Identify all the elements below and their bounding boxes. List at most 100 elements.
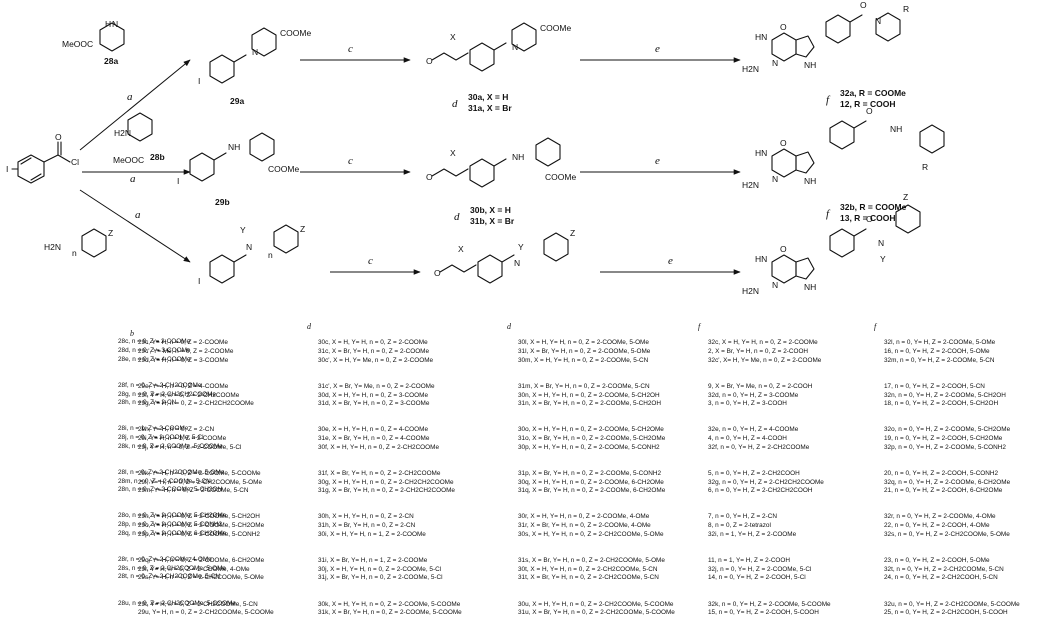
atom-NH-32b-amide: NH (890, 124, 902, 134)
compound-list-row: 32c, X = H, Y= H, n = 0, Z = 2-COOMe (708, 339, 818, 347)
atom-MeOOC-b: MeOOC (113, 155, 144, 165)
atom-NH-32b: NH (804, 176, 816, 186)
compound-list-row: 32j, n = 0, Y= H, Z = 2-COOMe, 5-Cl (708, 565, 812, 573)
label-30b: 30b, X = H (470, 205, 511, 215)
atom-MeOOC: MeOOC (62, 39, 93, 49)
atom-HN-32b: HN (755, 148, 767, 158)
atom-N: N (112, 19, 118, 29)
reagent-e-bot: e (668, 255, 673, 267)
atom-O: O (55, 132, 62, 142)
atom-O-30g: O (434, 268, 441, 278)
compound-list-row: 30j, X = H, Y= H, n = 0, Z = 2-COOMe, 5-… (318, 565, 442, 573)
atom-I-29b: I (177, 176, 179, 186)
label-31b: 31b, X = Br (470, 216, 515, 226)
compound-list-row: 28n, n = 0, Z = 2-COOMe, 5-CH2OH (118, 486, 223, 494)
compound-list-row: 30q, X = H, Y= H, n = 0, Z = 2-COOMe, 6-… (518, 478, 664, 486)
compound-list-row: 31q, X = Br, Y= H, n = 0, Z = 2-COOMe, 6… (518, 487, 666, 495)
compound-list-row: 31g, X = Br, Y= H, n = 0, Z = 2-CH2CH2CO… (318, 487, 455, 495)
compound-list-row: 20, n = 0, Y= H, Z = 2-COOH, 5-CONH2 (884, 469, 999, 477)
compound-list-row: 25, n = 0, Y= H, Z = 2-CH2COOH, 5-COOH (884, 609, 1008, 617)
compound-30a-31a: O X N COOMe d 30a, X = H 31a, X = Br (426, 22, 571, 113)
atom-H2N-32a: H2N (742, 64, 759, 74)
atom-H2N-32b: H2N (742, 180, 759, 190)
reagent-d-list1: d (307, 322, 311, 331)
label-28a: 28a (104, 56, 118, 66)
reagent-e-mid: e (655, 155, 660, 167)
atom-Cl: Cl (71, 157, 79, 167)
atom-X-30a: X (450, 32, 456, 42)
compound-list-row: 31f, X = Br, Y= H, n = 0, Z = 2-CH2COOMe (318, 469, 441, 477)
reagent-f-list1: f (698, 322, 701, 331)
atom-H2N-g: H2N (44, 242, 61, 252)
compound-list-row: 29s, Y= H, n = 0, Z = 2-CH2COOMe, 5-OMe (138, 574, 264, 582)
atom-N-32a-ring: N (875, 16, 881, 26)
compound-list-row: 30d, X = H, Y= H, n = 0, Z = 3-COOMe (318, 391, 428, 399)
compound-28a: H N MeOOC 28a (62, 19, 125, 66)
compound-list-row: 28k, n = 0, Z = 2-COOMe, 5-COOMe (118, 442, 223, 450)
atom-O-30a: O (426, 56, 433, 66)
atom-COOMe-30b: COOMe (545, 172, 576, 182)
reagent-b: b (130, 329, 134, 338)
compound-list-row: 31c, X = Br, Y= H, n = 0, Z = 2-COOMe (318, 348, 430, 356)
compound-32-generic: O HN H2N N NH O N Y Z (742, 192, 921, 296)
compound-list-row: 29i, Y= H, n = 1, Z = 2-COOMe (138, 435, 227, 443)
compound-list-row: 31e, X = Br, Y= H, n = 0, Z = 4-COOMe (318, 435, 430, 443)
compound-list-row: 22, n = 0, Y= H, Z = 2-COOH, 4-OMe (884, 522, 990, 530)
compound-list-row: 30g, X = H, Y= H, n = 0, Z = 2-CH2CH2COO… (318, 478, 454, 486)
compound-list-row: 6, n = 0, Y= H, Z = 2-CH2CH2COOH (708, 487, 813, 495)
atom-X-30b: X (450, 148, 456, 158)
compound-list-row: 29l, Y= H, n = 0, Z = 2-CH2COOMe, 5-OMe (138, 478, 263, 486)
compound-list-row: 18, n = 0, Y= H, Z = 2-COOH, 5-CH2OH (884, 400, 999, 408)
compound-amine-generic: H2N Z n (44, 228, 113, 258)
atom-N-32b: N (772, 174, 778, 184)
label-29a: 29a (230, 96, 244, 106)
atom-NH-30b: NH (512, 152, 524, 162)
compound-list-row: 29n, Y= H, n = 0, Z = 2-COOMe, 5-CH2OH (138, 513, 260, 521)
atom-O-32g: O (780, 244, 787, 254)
compound-list-row: 28d, n = 0, Z = 3-COOMe (118, 347, 191, 355)
compound-list-row: 29m, Y= H, n = 0, Z = 2-COOMe, 5-CN (138, 487, 249, 495)
compound-list-row: 32i, n = 1, Y= H, Z = 2-COOMe (708, 530, 797, 538)
list-30-col2: 30l, X = H, Y= H, n = 0, Z = 2-COOMe, 5-… (518, 322, 675, 627)
compound-list-row: 29o, Y= H, n = 0, Z = 2-COOMe, 5-CH2OMe (138, 522, 265, 530)
compound-list-row: 32u, n = 0, Y= H, Z = 2-CH2COOMe, 5-COOM… (884, 600, 1020, 608)
compound-29b: NH COOMe I 29b (177, 132, 299, 207)
atom-N-29g: N (246, 242, 252, 252)
atom-O-32b: O (780, 138, 787, 148)
compound-list-row: 29e, Y= H, n = 0, Z = 4-COOMe (138, 382, 229, 390)
atom-COOMe-29a: COOMe (280, 28, 311, 38)
atom-HN-32g: HN (755, 254, 767, 264)
reagent-d-top: d (452, 98, 458, 110)
compound-list-row: 30u, X = H, Y= H, n = 0, Z = 2-CH2COOMe,… (518, 600, 674, 608)
atom-Z-g: Z (108, 228, 113, 238)
compound-list-row: 30r, X = H, Y= H, n = 0, Z = 2-COOMe, 4-… (518, 513, 650, 521)
compound-list-row: 21, n = 0, Y= H, Z = 2-COOH, 6-CH2OMe (884, 487, 1003, 495)
compound-list-row: 31d, X = Br, Y= H, n = 0, Z = 3-COOMe (318, 400, 430, 408)
compound-list-row: 30k, X = H, Y= H, n = 0, Z = 2-COOMe, 5-… (318, 600, 461, 608)
compound-list-row: 32e, n = 0, Y= H, Z = 4-COOMe (708, 426, 799, 434)
compound-list-row: 29f, Y= H, n = 0, Z = 2-CH2COOMe (138, 391, 240, 399)
compound-list-row: 30s, X = H, Y= H, n = 0, Z = 2-CH2COOMe,… (518, 530, 664, 538)
atom-N-30a: N (512, 42, 518, 52)
compound-list-row: 8, n = 0, Z = 2-tetrazol (708, 522, 771, 530)
compound-list-row: 30t, X = H, Y= H, n = 0, Z = 2-CH2COOMe,… (518, 565, 658, 573)
atom-N-32a: N (772, 58, 778, 68)
compound-list-row: 15, n = 0, Y= H, Z = 2-COOH, 5-COOH (708, 609, 819, 617)
atom-O-32a: O (780, 22, 787, 32)
compound-list-row: 5, n = 0, Y= H, Z = 2-CH2COOH (708, 469, 800, 477)
compound-list-row: 28l, n = 0, Z = 2-CH2COOMe, 5-OMe (118, 468, 225, 476)
label-13: 13, R = COOH (840, 213, 896, 223)
atom-O-32g-amide: O (866, 214, 873, 224)
compound-list-row: 29g, Y= H, n = 0, Z = 2-CH2CH2COOMe (138, 400, 254, 408)
compound-list-row: 32d, n = 0, Y= H, Z = 3-COOMe (708, 391, 799, 399)
compound-list-row: 32p, n = 0, Y= H, Z = 2-COOMe, 5-CONH2 (884, 443, 1006, 451)
label-29b: 29b (215, 197, 230, 207)
atom-R-32a: R (903, 4, 909, 14)
iodobenzoyl-chloride: O Cl I (6, 132, 79, 184)
compound-list-row: 30n, X = H, Y= H, n = 0, Z = 2-COOMe, 5-… (518, 391, 660, 399)
label-12: 12, R = COOH (840, 99, 896, 109)
compound-list-row: 29j, Y= H, n = 0, Z = 2-COOMe, 5-Cl (138, 443, 242, 451)
atom-N-30g: N (514, 258, 520, 268)
atom-O-32a-amide: O (860, 0, 867, 10)
